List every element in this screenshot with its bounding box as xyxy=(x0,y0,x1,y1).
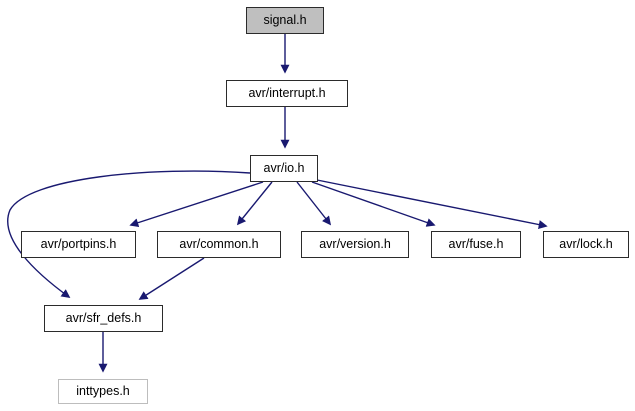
edge-io-to-sfr_defs xyxy=(7,170,251,298)
node-common[interactable]: avr/common.h xyxy=(157,231,281,258)
node-inttypes[interactable]: inttypes.h xyxy=(58,379,148,404)
node-interrupt[interactable]: avr/interrupt.h xyxy=(226,80,348,107)
node-label-sfr_defs: avr/sfr_defs.h xyxy=(65,311,142,326)
edge-common-to-sfr_defs xyxy=(138,257,205,300)
node-label-inttypes: inttypes.h xyxy=(76,384,130,399)
edge-io-to-fuse xyxy=(311,181,436,227)
node-label-signal: signal.h xyxy=(263,13,307,28)
node-io[interactable]: avr/io.h xyxy=(250,155,318,182)
node-label-lock: avr/lock.h xyxy=(559,237,613,252)
node-label-interrupt: avr/interrupt.h xyxy=(248,86,326,101)
edge-io-to-portpins xyxy=(129,181,264,228)
edge-io-to-lock xyxy=(316,179,548,229)
node-label-portpins: avr/portpins.h xyxy=(40,237,117,252)
node-portpins[interactable]: avr/portpins.h xyxy=(21,231,136,258)
node-signal[interactable]: signal.h xyxy=(246,7,324,34)
edge-io-to-common xyxy=(236,181,273,226)
node-sfr_defs[interactable]: avr/sfr_defs.h xyxy=(44,305,163,332)
node-label-fuse: avr/fuse.h xyxy=(448,237,504,252)
node-label-io: avr/io.h xyxy=(263,161,305,176)
edge-group xyxy=(7,34,548,373)
node-label-common: avr/common.h xyxy=(179,237,259,252)
edge-io-to-version xyxy=(296,181,332,226)
node-lock[interactable]: avr/lock.h xyxy=(543,231,629,258)
node-version[interactable]: avr/version.h xyxy=(301,231,409,258)
node-fuse[interactable]: avr/fuse.h xyxy=(431,231,521,258)
node-label-version: avr/version.h xyxy=(319,237,391,252)
